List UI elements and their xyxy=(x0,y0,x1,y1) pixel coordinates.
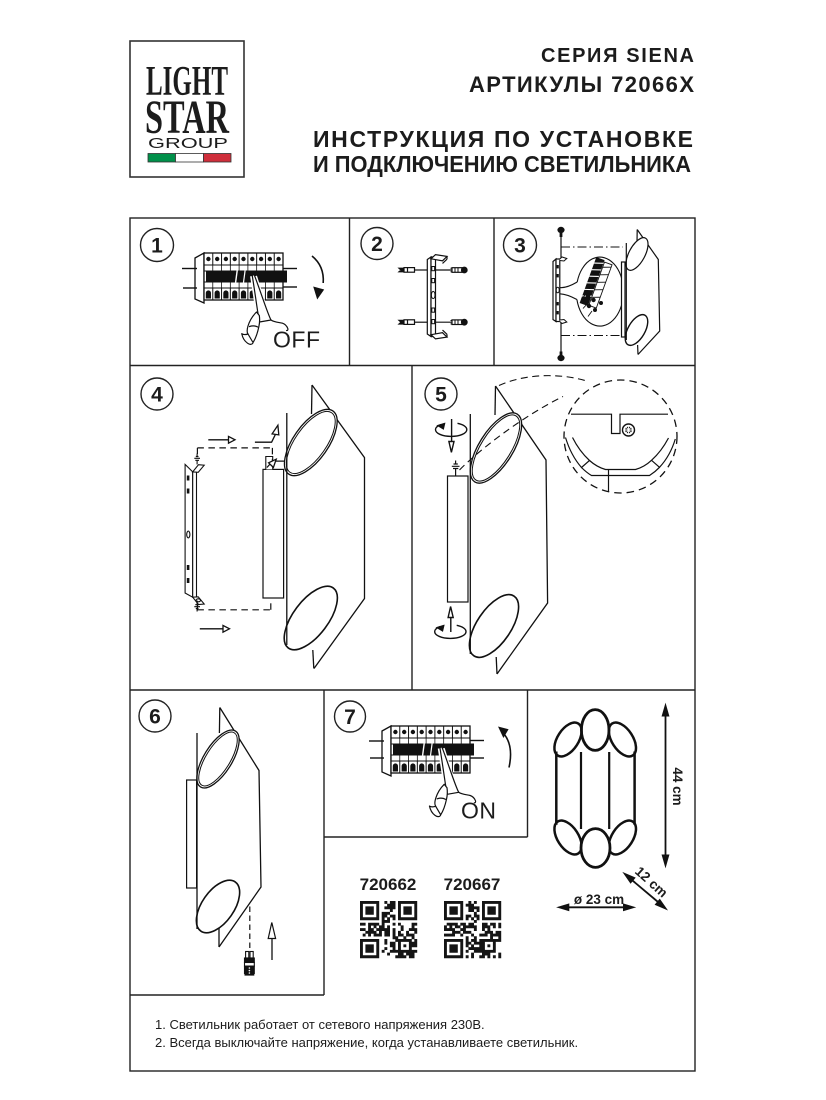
svg-text:1: 1 xyxy=(151,235,163,258)
svg-text:2. Всегда выключайте напряжени: 2. Всегда выключайте напряжение, когда у… xyxy=(155,1035,578,1050)
svg-text:АРТИКУЛЫ 72066X: АРТИКУЛЫ 72066X xyxy=(469,72,694,97)
svg-text:44 cm: 44 cm xyxy=(670,767,685,805)
svg-text:LIGHT: LIGHT xyxy=(146,59,228,105)
svg-text:7: 7 xyxy=(344,706,356,729)
svg-text:5: 5 xyxy=(435,384,447,407)
svg-text:12 cm: 12 cm xyxy=(632,864,670,901)
svg-text:СЕРИЯ SIENA: СЕРИЯ SIENA xyxy=(541,45,694,67)
svg-text:ИНСТРУКЦИЯ ПО УСТАНОВКЕ: ИНСТРУКЦИЯ ПО УСТАНОВКЕ xyxy=(313,126,693,152)
svg-text:720667: 720667 xyxy=(444,875,501,894)
svg-text:2: 2 xyxy=(371,233,383,256)
svg-text:3: 3 xyxy=(514,235,526,258)
svg-text:1. Светильник работает от сете: 1. Светильник работает от сетевого напря… xyxy=(155,1017,485,1032)
svg-text:GROUP: GROUP xyxy=(148,135,228,152)
svg-text:И ПОДКЛЮЧЕНИЮ СВЕТИЛЬНИКА: И ПОДКЛЮЧЕНИЮ СВЕТИЛЬНИКА xyxy=(313,151,691,177)
svg-text:720662: 720662 xyxy=(360,875,417,894)
svg-text:STAR: STAR xyxy=(145,91,230,144)
svg-text:ON: ON xyxy=(461,798,497,824)
svg-text:4: 4 xyxy=(151,384,163,407)
svg-text:6: 6 xyxy=(149,706,161,729)
svg-text:ø 23 cm: ø 23 cm xyxy=(574,892,624,907)
svg-text:OFF: OFF xyxy=(273,327,321,353)
